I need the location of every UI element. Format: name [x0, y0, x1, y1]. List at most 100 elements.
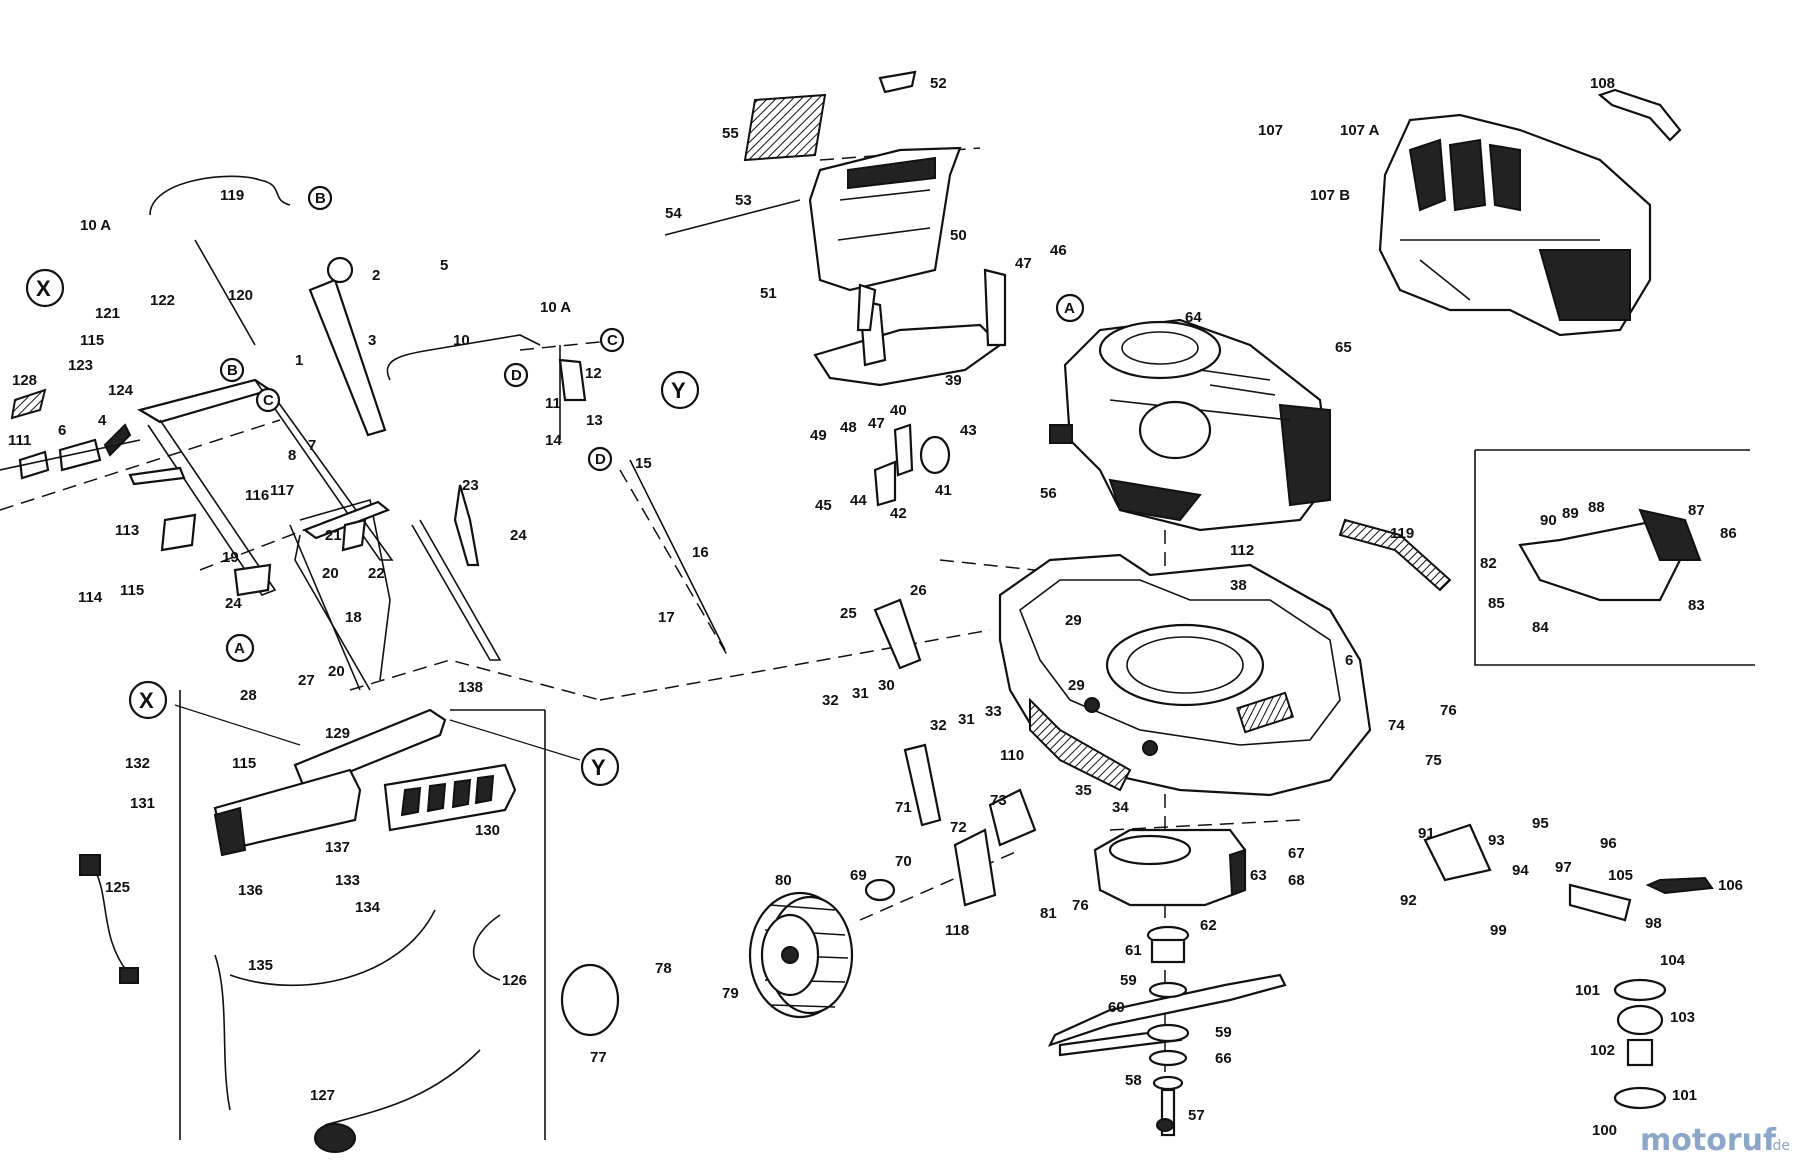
part-label: 97: [1555, 859, 1572, 876]
part-label: 78: [655, 960, 672, 977]
part-label: 28: [240, 687, 257, 704]
part-label: 101: [1575, 982, 1600, 999]
part-label: 1: [295, 352, 303, 369]
part-label: 31: [852, 685, 869, 702]
part-label: 10 A: [80, 217, 111, 234]
part-label: 50: [950, 227, 967, 244]
engine: [1049, 318, 1332, 532]
part-label: 22: [368, 565, 385, 582]
part-label: 113: [115, 522, 139, 539]
cables: [79, 854, 501, 1153]
part-label: 71: [895, 799, 912, 816]
part-label: 91: [1418, 825, 1435, 842]
part-label: 16: [692, 544, 709, 561]
part-label: 42: [890, 505, 907, 522]
part-label: 87: [1688, 502, 1705, 519]
part-label: 6: [1345, 652, 1353, 669]
part-label: 98: [1645, 915, 1662, 932]
connector-b-cable: B: [315, 190, 326, 207]
part-label: 121: [95, 305, 120, 322]
part-label: 107 B: [1310, 187, 1350, 204]
part-label: 13: [586, 412, 603, 429]
part-label: 6: [58, 422, 66, 439]
part-label: 99: [1490, 922, 1507, 939]
part-label: 43: [960, 422, 977, 439]
part-label: 12: [585, 365, 602, 382]
connector-a-handle: A: [234, 640, 245, 657]
part-label: 31: [958, 711, 975, 728]
part-label: 93: [1488, 832, 1505, 849]
part-label: 115: [120, 582, 144, 599]
part-label: 96: [1600, 835, 1617, 852]
part-label: 79: [722, 985, 739, 1002]
part-label: 103: [1670, 1009, 1695, 1026]
part-label: 126: [502, 972, 527, 989]
part-label: 34: [1112, 799, 1129, 816]
part-label: 58: [1125, 1072, 1142, 1089]
part-label: 107 A: [1340, 122, 1380, 139]
watermark-suffix: .de: [1768, 1138, 1790, 1154]
part-label: 14: [545, 432, 562, 449]
part-label: 120: [228, 287, 253, 304]
part-label: 44: [850, 492, 867, 509]
part-label: 73: [990, 792, 1007, 809]
part-label: 85: [1488, 595, 1505, 612]
part-label: 23: [462, 477, 479, 494]
part-label: 38: [1230, 577, 1247, 594]
part-label: 56: [1040, 485, 1057, 502]
part-label: 24: [225, 595, 242, 612]
part-label: 21: [325, 527, 342, 544]
part-label: 95: [1532, 815, 1549, 832]
part-label: 80: [775, 872, 792, 889]
part-label: 116: [245, 487, 269, 504]
part-label: 136: [238, 882, 263, 899]
part-label: 86: [1720, 525, 1737, 542]
part-label: 89: [1562, 505, 1579, 522]
part-label: 29: [1065, 612, 1082, 629]
part-label: 76: [1072, 897, 1089, 914]
part-label: 74: [1388, 717, 1405, 734]
side-discharge-inset: [1338, 449, 1755, 666]
part-label: 26: [910, 582, 927, 599]
part-label: 102: [1590, 1042, 1615, 1059]
part-label: 20: [328, 663, 345, 680]
part-label: 124: [108, 382, 134, 399]
part-label: 2: [372, 267, 380, 284]
part-label: 41: [935, 482, 952, 499]
part-label: 18: [345, 609, 362, 626]
part-label: 51: [760, 285, 777, 302]
part-label: 35: [1075, 782, 1092, 799]
part-label: 130: [475, 822, 500, 839]
part-label: 104: [1660, 952, 1686, 969]
part-label: 11: [545, 395, 561, 412]
part-label: 119: [220, 187, 244, 204]
grass-catcher: [1378, 88, 1682, 337]
reference-markers: X Y X Y A A B B C C D D: [25, 185, 1085, 787]
part-labels: 108 107 107 A 107 B 52 55 53 54 50 51 47…: [8, 75, 1743, 1139]
part-label: 64: [1185, 309, 1202, 326]
part-label: 122: [150, 292, 175, 309]
part-label: 27: [298, 672, 315, 689]
part-label: 129: [325, 725, 350, 742]
part-label: 76: [1440, 702, 1457, 719]
part-label: 82: [1480, 555, 1497, 572]
connector-c-handle: C: [263, 392, 274, 409]
part-label: 7: [308, 437, 316, 454]
part-label: 125: [105, 879, 130, 896]
marker-y-bottom: Y: [591, 755, 606, 780]
part-label: 115: [80, 332, 104, 349]
part-label: 46: [1050, 242, 1067, 259]
connector-c-cable: C: [607, 332, 618, 349]
part-label: 107: [1258, 122, 1283, 139]
part-label: 118: [945, 922, 969, 939]
control-box: [174, 690, 581, 1140]
part-label: 62: [1200, 917, 1217, 934]
part-label: 54: [665, 205, 682, 222]
part-label: 4: [98, 412, 107, 429]
part-label: 8: [288, 447, 296, 464]
part-label: 92: [1400, 892, 1417, 909]
part-label: 47: [868, 415, 885, 432]
part-label: 105: [1608, 867, 1633, 884]
part-label: 94: [1512, 862, 1529, 879]
